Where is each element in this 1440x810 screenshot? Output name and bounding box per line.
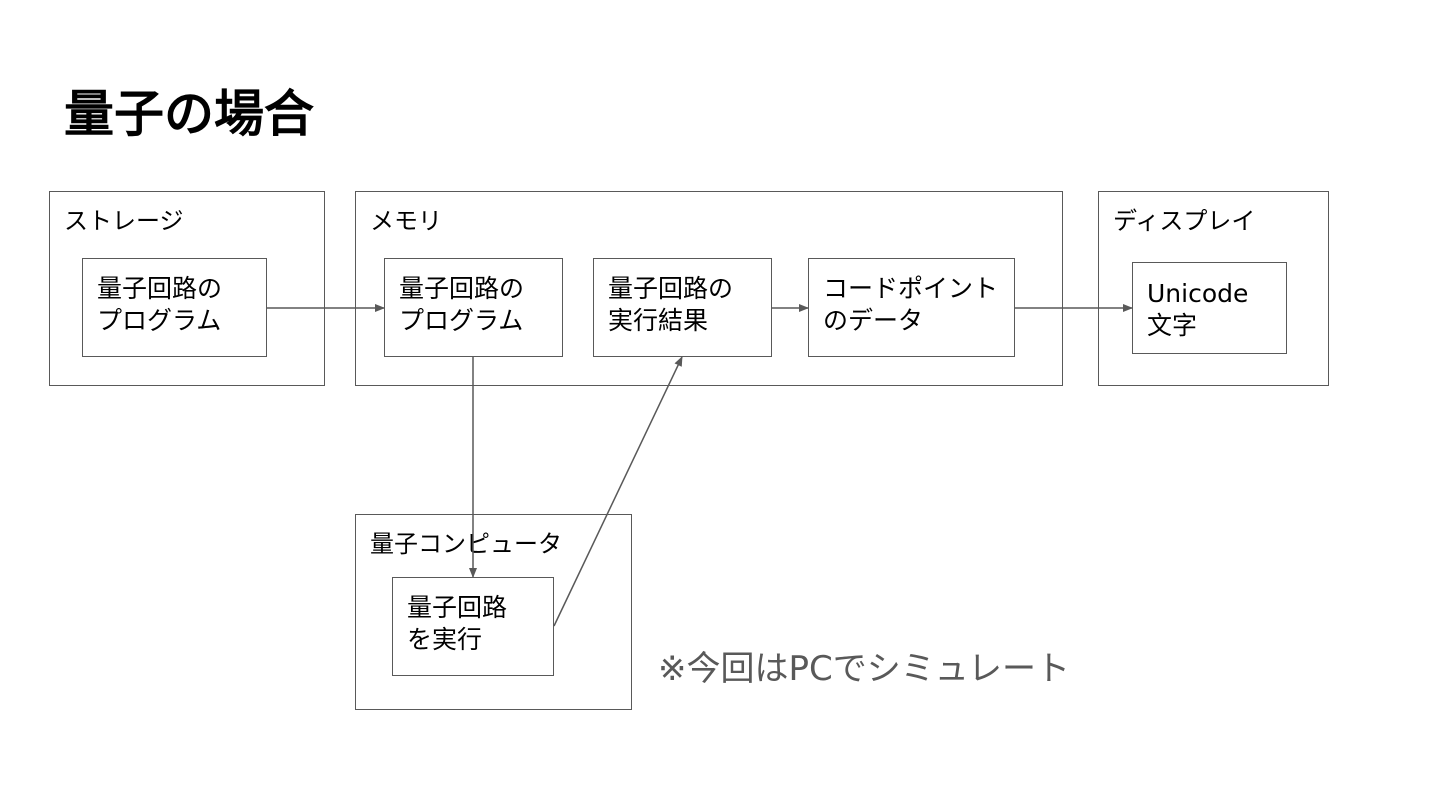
memory-codepoint-node: コードポイント のデータ — [808, 258, 1015, 357]
memory-group: メモリ — [355, 191, 1063, 386]
storage-group: ストレージ — [49, 191, 325, 386]
storage-group-label: ストレージ — [64, 207, 184, 235]
memory-program-node: 量子回路の プログラム — [384, 258, 563, 357]
display-group: ディスプレイ — [1098, 191, 1329, 386]
memory-group-label: メモリ — [370, 207, 442, 235]
page-title: 量子の場合 — [64, 85, 314, 143]
memory-result-node: 量子回路の 実行結果 — [593, 258, 772, 357]
storage-program-node: 量子回路の プログラム — [82, 258, 267, 357]
display-group-label: ディスプレイ — [1113, 207, 1256, 235]
display-unicode-node: Unicode 文字 — [1132, 262, 1287, 354]
quantum-execute-node: 量子回路 を実行 — [392, 577, 554, 676]
simulation-note: ※今回はPCでシミュレート — [658, 649, 1071, 689]
quantum-computer-group-label: 量子コンピュータ — [370, 530, 562, 558]
